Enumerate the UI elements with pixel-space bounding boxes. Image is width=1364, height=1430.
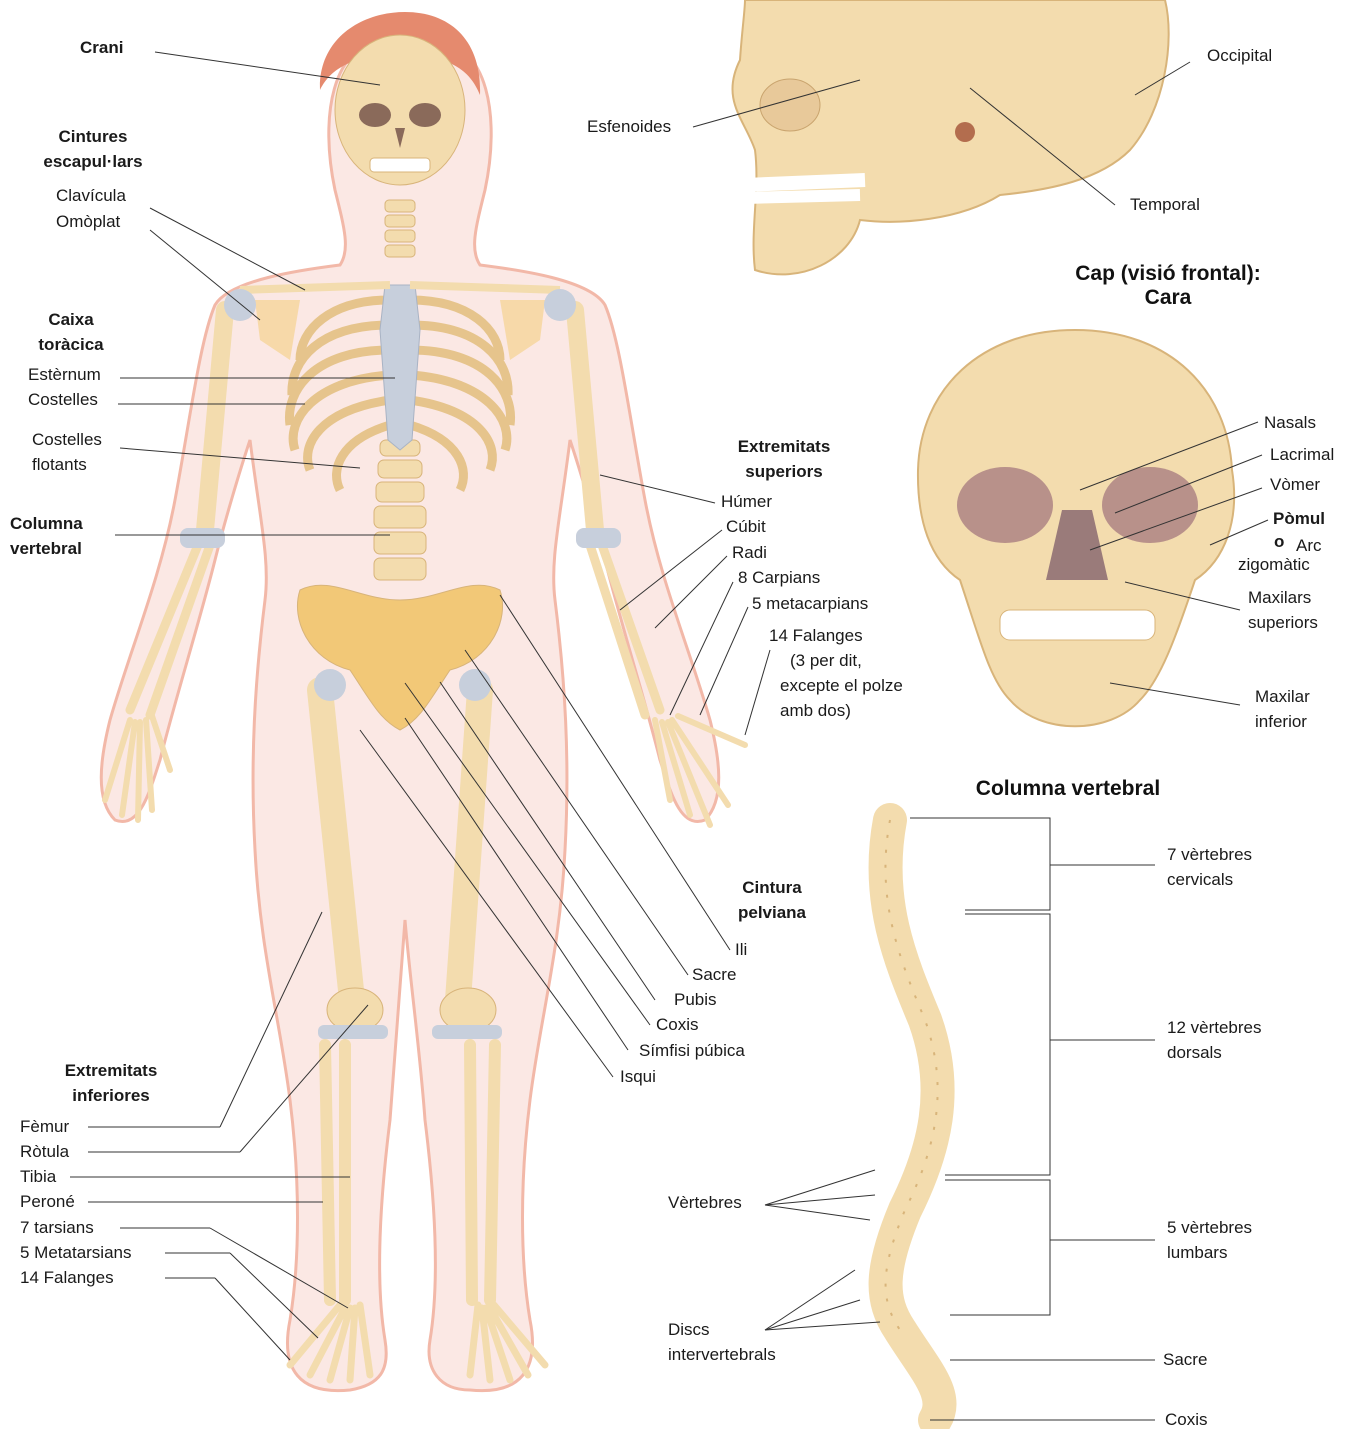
label-falanges-2: (3 per dit,	[790, 651, 862, 671]
head-front-subtitle: Cara	[1145, 286, 1192, 310]
full-skeleton	[101, 12, 745, 1391]
label-cintura-1: Cintura	[742, 878, 802, 898]
head-front-title: Cap (visió frontal):	[1075, 262, 1261, 286]
label-falanges-peu: 14 Falanges	[20, 1268, 114, 1288]
label-costelles-flotants-2: flotants	[32, 455, 87, 475]
label-ili: Ili	[735, 940, 747, 960]
label-cintura-2: pelviana	[738, 903, 806, 923]
label-metatarsians: 5 Metatarsians	[20, 1243, 132, 1263]
label-ext-sup-2: superiors	[745, 462, 822, 482]
label-ext-inf-1: Extremitats	[65, 1061, 158, 1081]
label-coxis: Coxis	[656, 1015, 699, 1035]
label-dorsals-1: 12 vèrtebres	[1167, 1018, 1262, 1038]
label-lacrimal: Lacrimal	[1270, 445, 1334, 465]
label-tarsians: 7 tarsians	[20, 1218, 94, 1238]
label-spine-sacre: Sacre	[1163, 1350, 1207, 1370]
label-cintures-2: escapul·lars	[43, 152, 142, 172]
label-pomul-3: Arc	[1296, 536, 1322, 556]
label-vertebres: Vèrtebres	[668, 1193, 742, 1213]
label-simfisi: Símfisi púbica	[639, 1041, 745, 1061]
left-orbit	[359, 103, 391, 127]
right-orbit	[409, 103, 441, 127]
label-falanges-1: 14 Falanges	[769, 626, 863, 646]
label-esfenoides: Esfenoides	[587, 117, 671, 137]
label-cubit: Cúbit	[726, 517, 766, 537]
label-pubis: Pubis	[674, 990, 717, 1010]
label-metacarpians: 5 metacarpians	[752, 594, 868, 614]
label-omoplat: Omòplat	[56, 212, 120, 232]
lower-leg-bones	[325, 1045, 495, 1300]
label-pomul-4: zigomàtic	[1238, 555, 1310, 575]
label-costelles: Costelles	[28, 390, 98, 410]
label-sacre: Sacre	[692, 965, 736, 985]
label-esternum: Estèrnum	[28, 365, 101, 385]
label-perone: Peroné	[20, 1192, 75, 1212]
label-caixa-2: toràcica	[38, 335, 103, 355]
label-pomul-1: Pòmul	[1273, 509, 1325, 529]
label-vomer: Vòmer	[1270, 475, 1320, 495]
label-humer: Húmer	[721, 492, 772, 512]
label-tibia: Tibia	[20, 1167, 56, 1187]
label-costelles-flotants-1: Costelles	[32, 430, 102, 450]
label-carpians: 8 Carpians	[738, 568, 820, 588]
label-isqui: Isqui	[620, 1067, 656, 1087]
label-ext-sup-1: Extremitats	[738, 437, 831, 457]
label-falanges-3: excepte el polze	[780, 676, 903, 696]
label-discs-2: intervertebrals	[668, 1345, 776, 1365]
label-spine-coxis: Coxis	[1165, 1410, 1208, 1430]
side-skull	[732, 0, 1168, 274]
label-falanges-4: amb dos)	[780, 701, 851, 721]
label-columna-2: vertebral	[10, 539, 82, 559]
label-max-sup-2: superiors	[1248, 613, 1318, 633]
label-temporal: Temporal	[1130, 195, 1200, 215]
label-rotula: Ròtula	[20, 1142, 69, 1162]
label-max-inf-1: Maxilar	[1255, 687, 1310, 707]
label-nasals: Nasals	[1264, 413, 1316, 433]
teeth	[370, 158, 430, 172]
label-dorsals-2: dorsals	[1167, 1043, 1222, 1063]
label-lumbars-2: lumbars	[1167, 1243, 1227, 1263]
label-occipital: Occipital	[1207, 46, 1272, 66]
label-radi: Radi	[732, 543, 767, 563]
label-cervicals-2: cervicals	[1167, 870, 1233, 890]
front-skull	[918, 330, 1234, 726]
label-max-sup-1: Maxilars	[1248, 588, 1311, 608]
label-max-inf-2: inferior	[1255, 712, 1307, 732]
label-cintures-1: Cintures	[59, 127, 128, 147]
spine-title: Columna vertebral	[976, 777, 1160, 801]
label-discs-1: Discs	[668, 1320, 710, 1340]
label-clavicula: Clavícula	[56, 186, 126, 206]
label-columna-1: Columna	[10, 514, 83, 534]
label-ext-inf-2: inferiores	[72, 1086, 149, 1106]
label-lumbars-1: 5 vèrtebres	[1167, 1218, 1252, 1238]
label-caixa-1: Caixa	[48, 310, 93, 330]
label-femur: Fèmur	[20, 1117, 69, 1137]
label-crani: Crani	[80, 38, 123, 58]
label-cervicals-1: 7 vèrtebres	[1167, 845, 1252, 865]
side-spine	[885, 820, 939, 1420]
label-pomul-2: o	[1274, 532, 1284, 552]
